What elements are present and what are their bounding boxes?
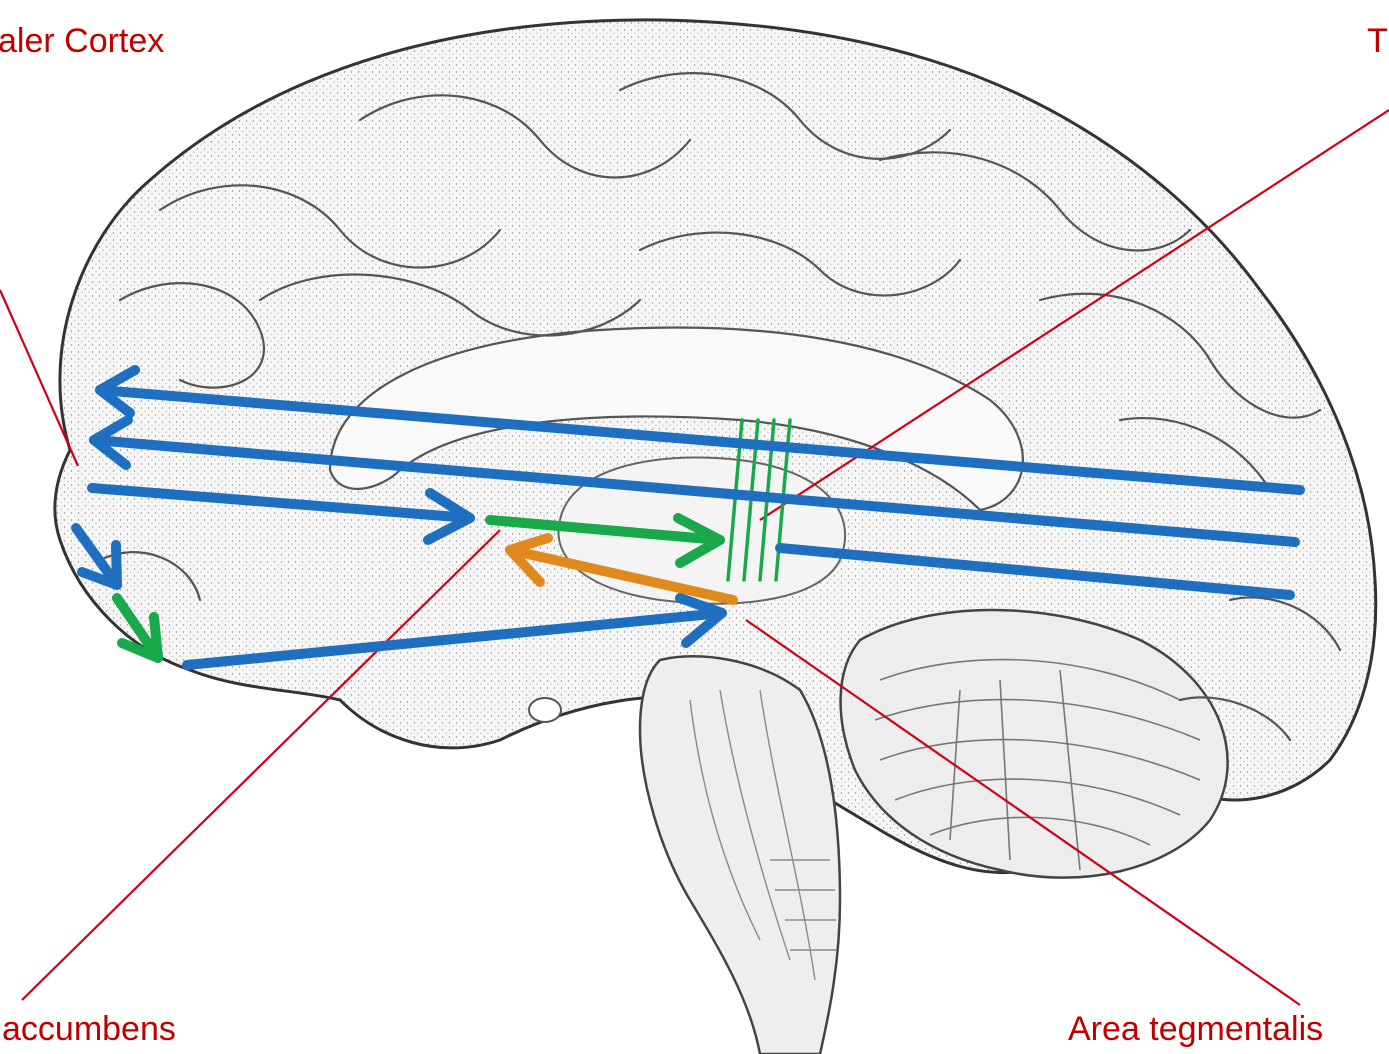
brainstem [640, 656, 840, 1054]
mammillary-body [529, 698, 561, 722]
label-accumbens: accumbens [2, 1010, 176, 1048]
label-cortex: aler Cortex [0, 22, 164, 60]
label-area-tegmentalis: Area tegmentalis [1068, 1010, 1323, 1048]
label-top-right: T [1367, 22, 1388, 60]
